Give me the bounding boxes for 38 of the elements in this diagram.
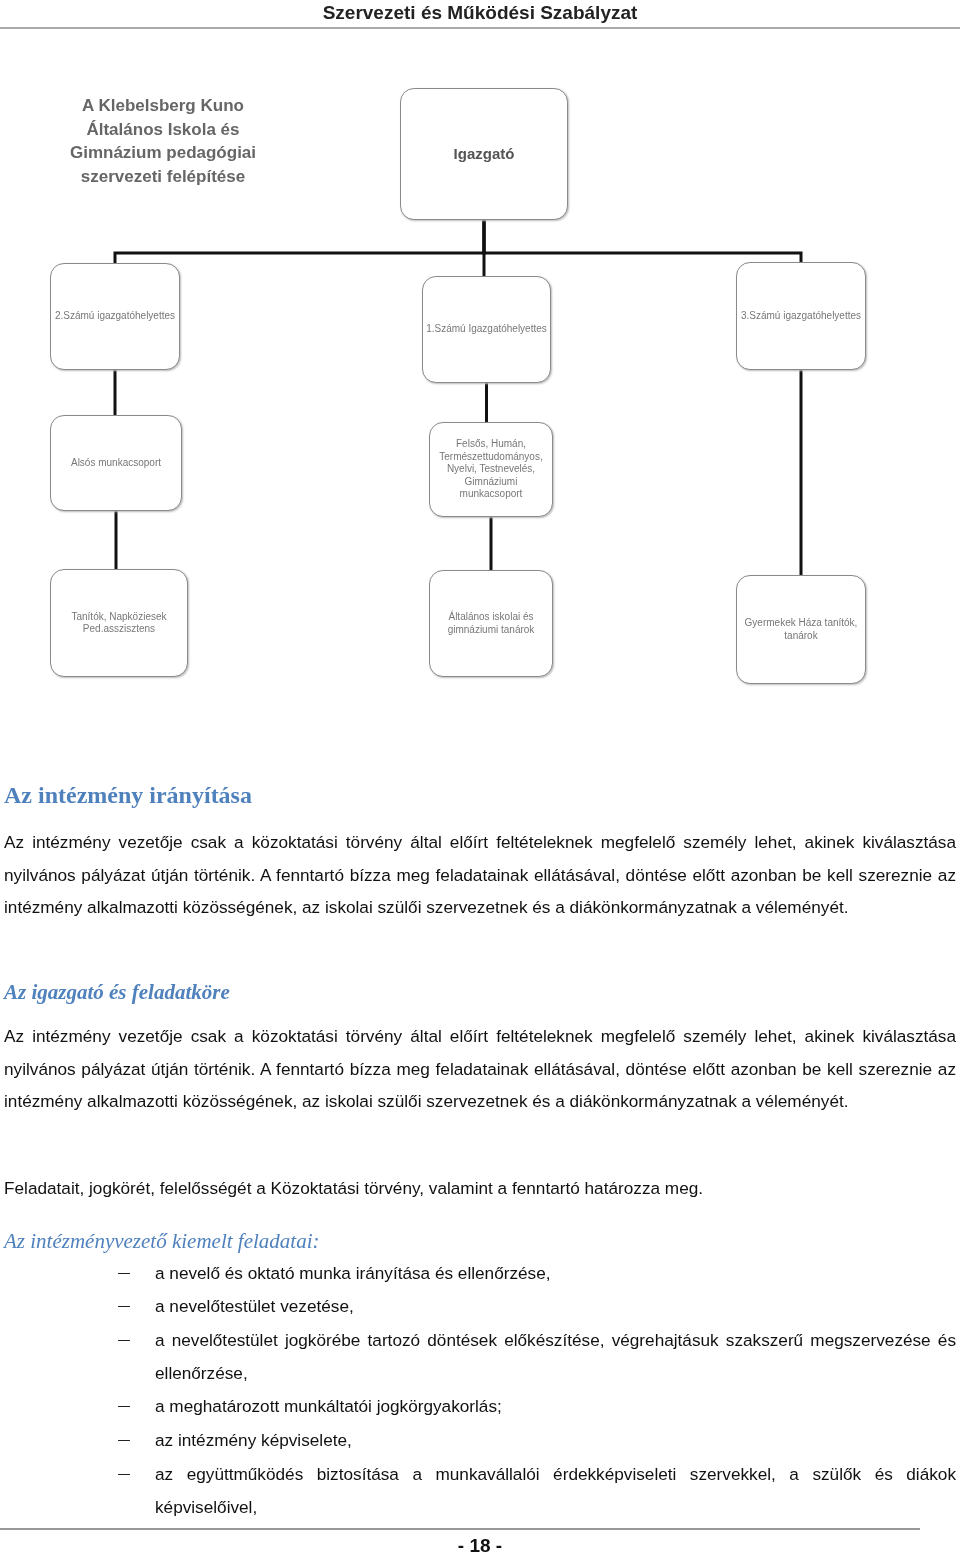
connector-line bbox=[114, 511, 118, 569]
org-box bbox=[736, 575, 866, 684]
box-label: Igazgató bbox=[453, 147, 515, 161]
box-label: Általános iskolai és gimnáziumi tanárok bbox=[446, 611, 536, 636]
connector-line bbox=[489, 517, 493, 570]
list-item: a nevelőtestület vezetése, bbox=[155, 1295, 355, 1318]
org-box bbox=[50, 569, 188, 677]
org-box bbox=[422, 276, 551, 383]
org-box bbox=[400, 88, 568, 220]
box-label: 3.Számú igazgatóhelyettes bbox=[740, 309, 862, 323]
org-box bbox=[736, 262, 866, 370]
org-box bbox=[429, 422, 553, 517]
list-item: a meghatározott munkáltatói jogkörgyakorlás; bbox=[155, 1395, 503, 1418]
org-box bbox=[50, 263, 180, 370]
chart-title: A Klebelsberg Kuno Általános Iskola és Gimnázium pedagógiai szervezeti felépítése bbox=[68, 95, 258, 188]
org-box bbox=[50, 415, 182, 511]
box-label: Felsős, Humán, Természettudományos, Nyelvi, Testnevelés, Gimnáziumi munkacsoport bbox=[438, 438, 544, 501]
box-label: Alsós munkacsoport bbox=[70, 456, 161, 470]
subsection-heading: Az igazgató és feladatköre bbox=[4, 979, 230, 1006]
page-header: Szervezeti és Működési Szabályzat bbox=[321, 1, 639, 25]
section-heading: Az intézmény irányítása bbox=[4, 781, 252, 810]
connector-line bbox=[482, 220, 803, 262]
connector-line bbox=[113, 370, 117, 415]
list-item: az intézmény képviselete, bbox=[155, 1429, 353, 1452]
page-number: - 18 - bbox=[456, 1534, 504, 1556]
list-item: a nevelő és oktató munka irányítása és ellenőrzése, bbox=[155, 1262, 552, 1285]
box-label: 1.Számú Igazgatóhelyettes bbox=[426, 323, 547, 336]
list-heading: Az intézményvezető kiemelt feladatai: bbox=[4, 1228, 320, 1255]
box-label: Tanítók, Napköziesek Ped.asszisztens bbox=[70, 610, 168, 636]
paragraph: Az intézmény vezetője csak a közoktatási törvény által előírt feltételeknek megfelelő személy lehet, akinek kiválasztása nyilvános pályázat útján történik. A fenntartó bízza meg feladatainak ellátásával, döntése előtt azonban be kell szereznie az intézmény alkalmazotti közösségének, az iskolai szülői szervezetnek és a diákönkormányzatnak a véleményét. bbox=[4, 1025, 956, 1113]
connector-line bbox=[799, 370, 803, 575]
list-item: az együttműködés biztosítása a munkavállalói érdekképviseleti szervekkel, a szülők és diákok képviselőivel, bbox=[155, 1463, 956, 1519]
paragraph: Feladatait, jogkörét, felelősségét a Közoktatási törvény, valamint a fenntartó határozza meg. bbox=[4, 1177, 705, 1200]
paragraph: Az intézmény vezetője csak a közoktatási törvény által előírt feltételeknek megfelelő személy lehet, akinek kiválasztása nyilvános pályázat útján történik. A fenntartó bízza meg feladatainak ellátásával, döntése előtt azonban be kell szereznie az intézmény alkalmazotti közösségének, az iskolai szülői szervezetnek és a diákönkormányzatnak a véleményét. bbox=[4, 831, 956, 919]
box-label: 2.Számú igazgatóhelyettes bbox=[54, 310, 176, 323]
box-label: Gyermekek Háza tanítók, tanárok bbox=[743, 617, 859, 642]
connector-line bbox=[485, 383, 488, 422]
org-box bbox=[429, 570, 553, 677]
